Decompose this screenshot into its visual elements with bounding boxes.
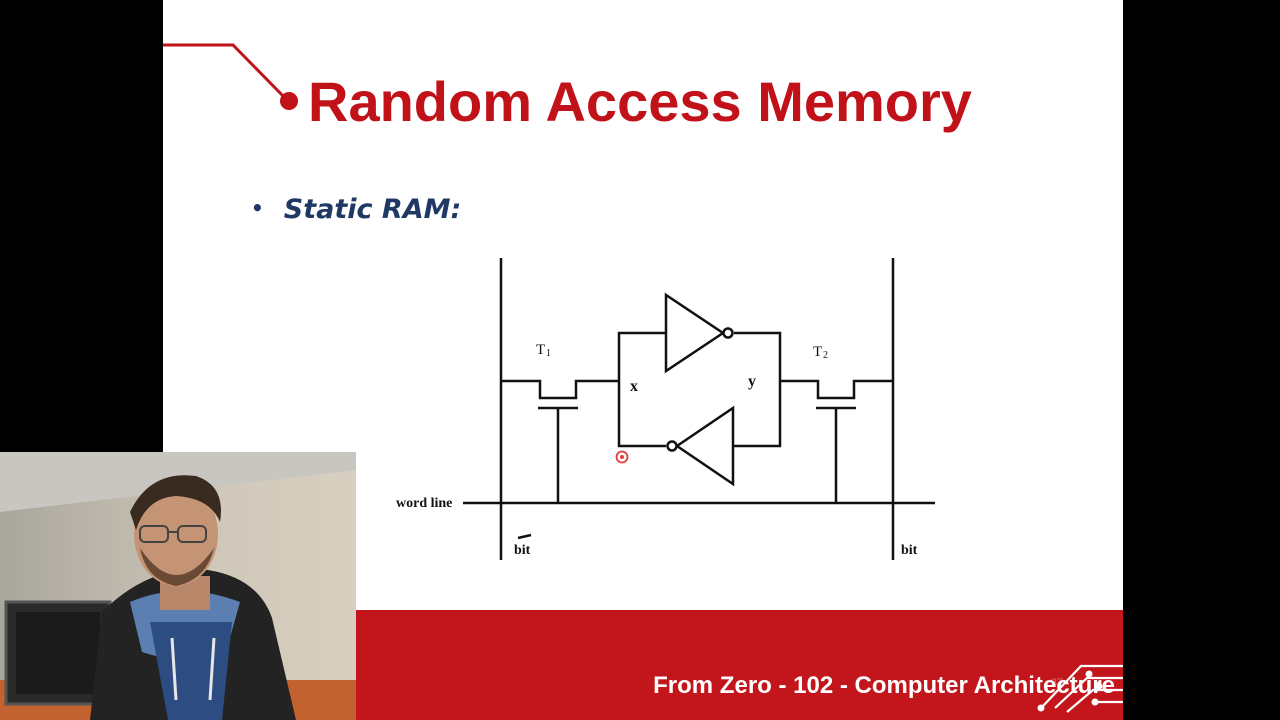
label-t2: T bbox=[813, 344, 822, 360]
circuit-logo-icon bbox=[1037, 664, 1123, 713]
label-bit-left: bit bbox=[514, 543, 531, 558]
label-word-line: word line bbox=[396, 496, 452, 511]
label-t1: T bbox=[536, 342, 545, 358]
footer-title: From Zero - 102 - Computer Architecture bbox=[653, 672, 1115, 699]
label-y: y bbox=[748, 373, 756, 390]
sram-cell-diagram: T 1 T 2 x y word line bit bit bbox=[396, 258, 935, 560]
laser-pointer-icon bbox=[615, 450, 629, 464]
label-bit-right: bit bbox=[901, 543, 918, 558]
label-t2-sub: 2 bbox=[823, 350, 828, 361]
label-x: x bbox=[630, 378, 638, 395]
bullet-static-ram: • Static RAM: bbox=[251, 190, 461, 228]
webcam-overlay bbox=[0, 452, 356, 720]
page-number: 37 bbox=[1050, 677, 1063, 689]
bullet-dot: • bbox=[251, 196, 264, 220]
title-accent-line bbox=[163, 43, 298, 110]
label-t1-sub: 1 bbox=[546, 348, 551, 359]
presenter-video bbox=[0, 452, 356, 720]
slide-title: Random Access Memory bbox=[308, 70, 972, 133]
bullet-text: Static RAM: bbox=[283, 194, 462, 225]
